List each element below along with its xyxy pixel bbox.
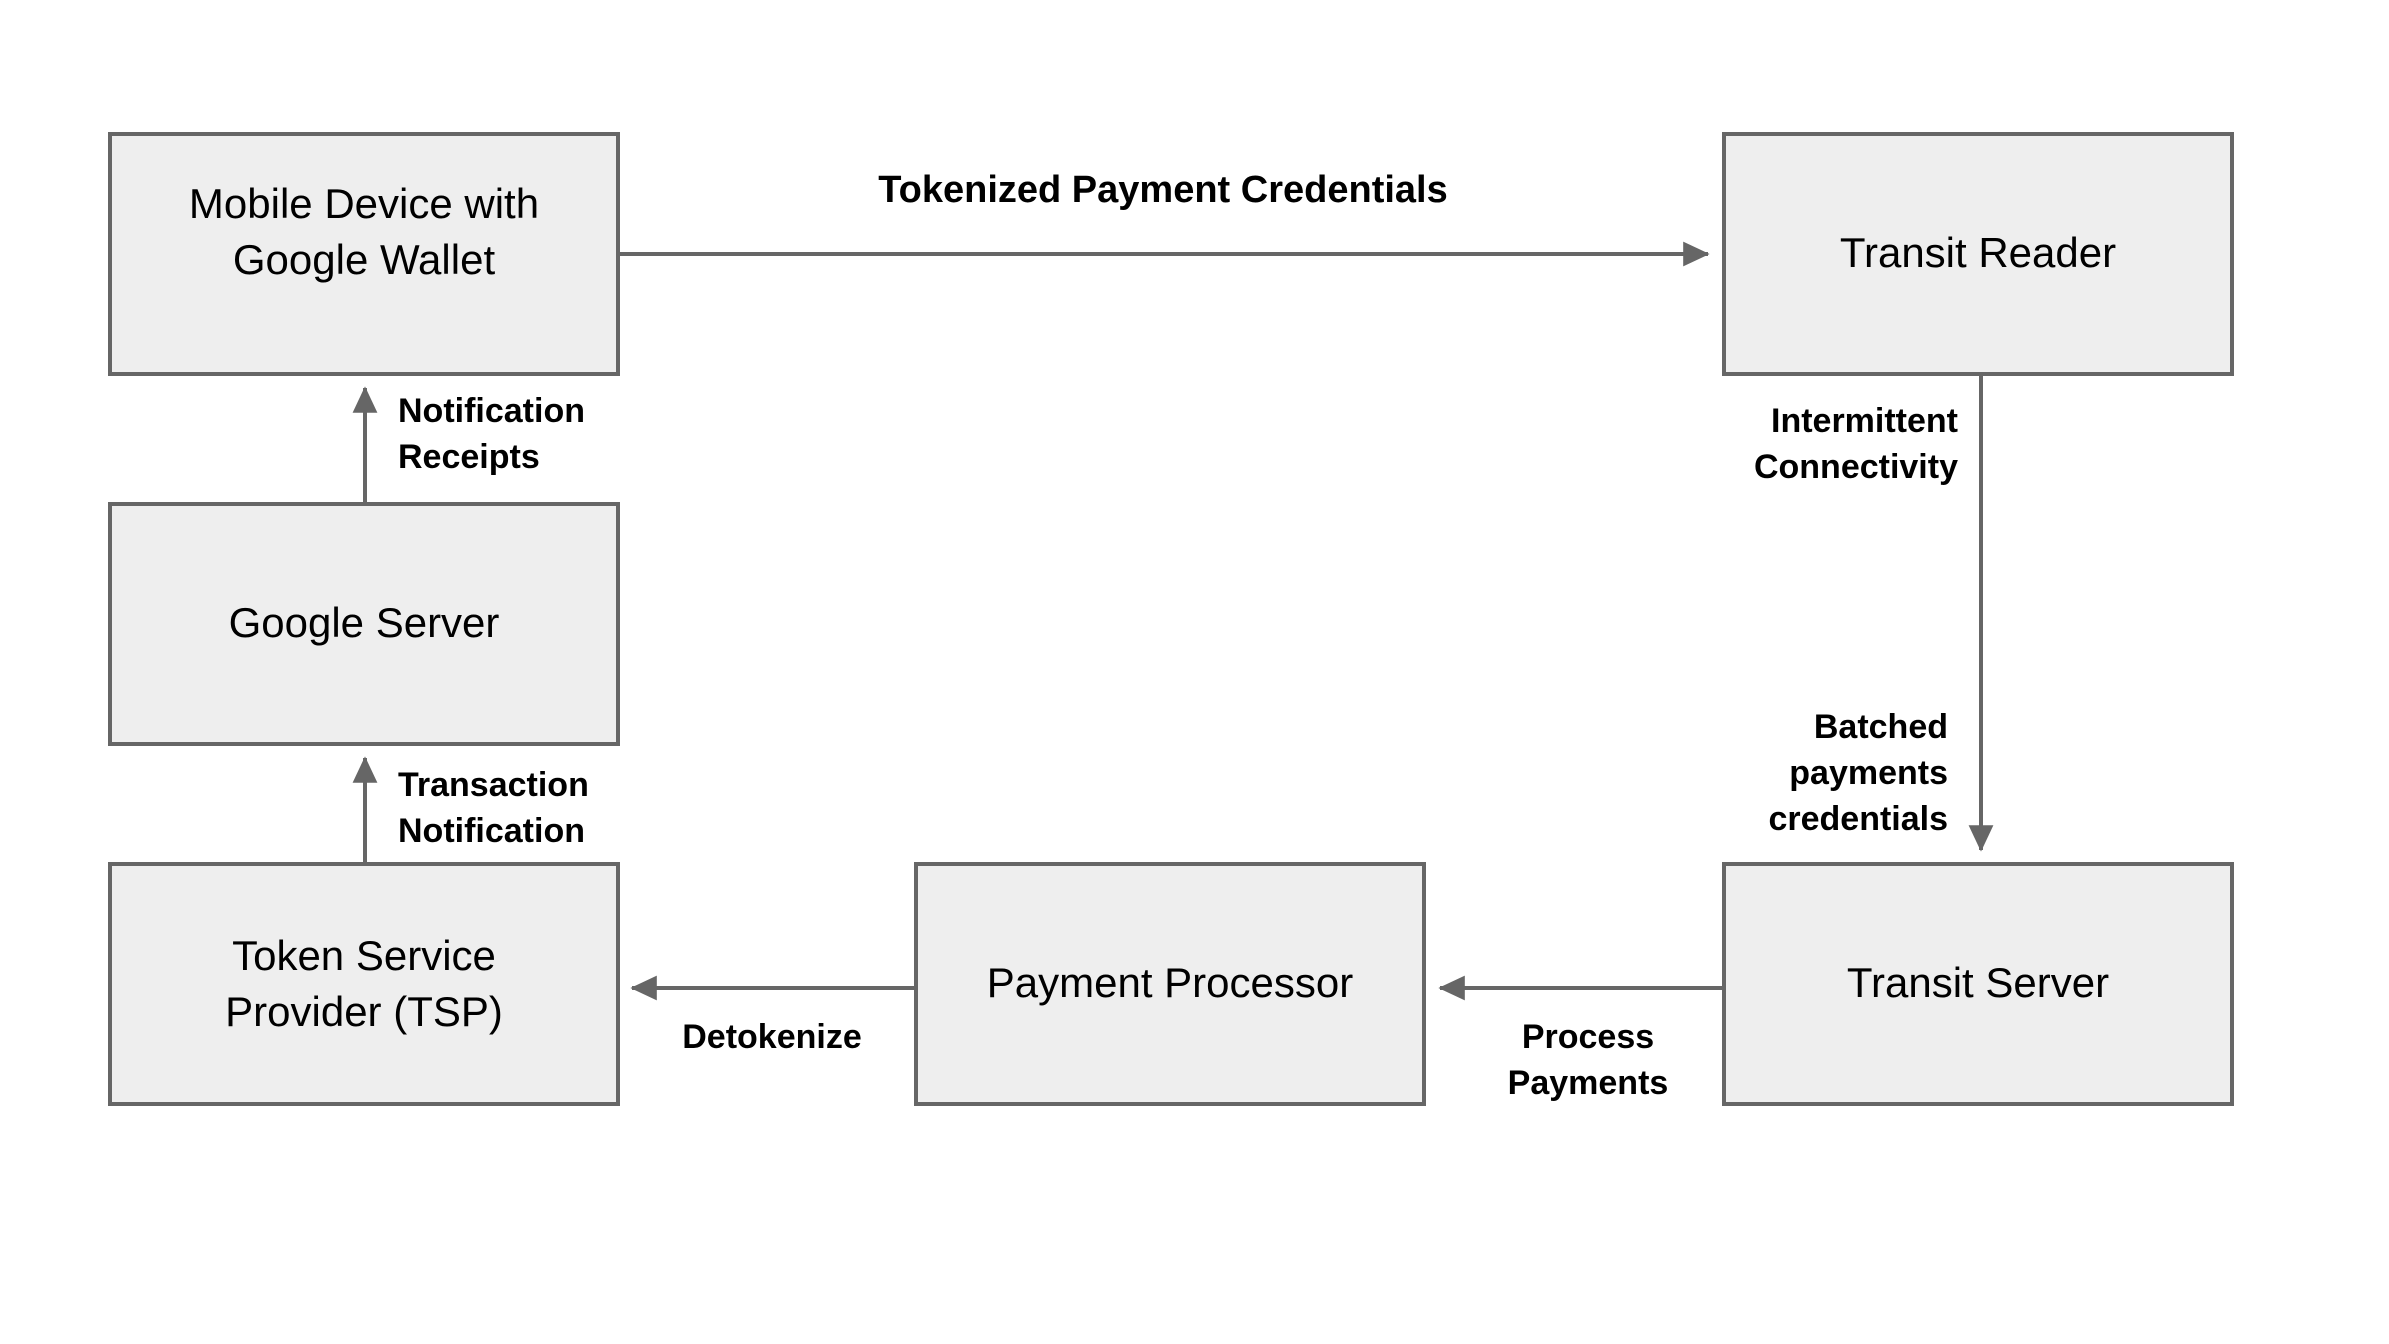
edge-label-intermittent-connectivity-line1: Intermittent — [1771, 402, 1958, 440]
edge-label-transaction-notification-line2: Notification — [398, 812, 585, 850]
node-google-server[interactable]: Google Server — [108, 502, 620, 746]
node-payment-processor[interactable]: Payment Processor — [914, 862, 1426, 1106]
node-mobile-device[interactable]: Mobile Device with Google Wallet — [108, 132, 620, 376]
edge-label-batched-payments-credentials-line1: Batched — [1814, 708, 1948, 746]
node-rect-token-service-provider[interactable] — [108, 862, 620, 1106]
node-label-mobile-device-line1: Mobile Device with — [189, 180, 539, 227]
edge-label-notification-receipts-line1: Notification — [398, 392, 585, 430]
node-label-token-service-provider-line1: Token Service — [232, 932, 496, 979]
node-transit-server[interactable]: Transit Server — [1722, 862, 2234, 1106]
edge-label-batched-payments-credentials-line3: credentials — [1768, 800, 1948, 838]
edge-label-detokenize: Detokenize — [682, 1018, 862, 1056]
edge-process-payments: Process Payments — [1438, 975, 1724, 1102]
node-rect-transit-server[interactable] — [1722, 862, 2234, 1106]
node-transit-reader[interactable]: Transit Reader — [1722, 132, 2234, 376]
edge-label-tokenized-payment-credentials: Tokenized Payment Credentials — [878, 169, 1447, 211]
edge-label-transaction-notification-line1: Transaction — [398, 766, 589, 804]
edge-transit-reader-to-transit-server: Intermittent Connectivity Batched paymen… — [1754, 374, 1994, 852]
edge-label-process-payments-line1: Process — [1522, 1018, 1654, 1056]
edge-detokenize: Detokenize — [630, 975, 916, 1056]
node-label-token-service-provider-line2: Provider (TSP) — [225, 988, 503, 1035]
edge-label-intermittent-connectivity-line2: Connectivity — [1754, 448, 1958, 486]
node-rect-payment-processor[interactable] — [914, 862, 1426, 1106]
edge-transaction-notification: Transaction Notification — [352, 756, 589, 864]
edge-label-batched-payments-credentials-line2: payments — [1789, 754, 1948, 792]
node-rect-mobile-device[interactable] — [108, 132, 620, 376]
node-label-transit-reader: Transit Reader — [1840, 229, 2116, 276]
edge-tokenized-payment-credentials: Tokenized Payment Credentials — [618, 169, 1710, 267]
node-rect-google-server[interactable] — [108, 502, 620, 746]
edge-label-notification-receipts-line2: Receipts — [398, 438, 540, 476]
node-label-payment-processor: Payment Processor — [987, 959, 1353, 1006]
edge-notification-receipts: Notification Receipts — [352, 386, 585, 504]
node-label-mobile-device-line2: Google Wallet — [233, 236, 496, 283]
edge-label-process-payments-line2: Payments — [1508, 1064, 1669, 1102]
node-label-google-server: Google Server — [229, 599, 500, 646]
node-token-service-provider[interactable]: Token Service Provider (TSP) — [108, 862, 620, 1106]
node-rect-transit-reader[interactable] — [1722, 132, 2234, 376]
node-label-transit-server: Transit Server — [1847, 959, 2109, 1006]
